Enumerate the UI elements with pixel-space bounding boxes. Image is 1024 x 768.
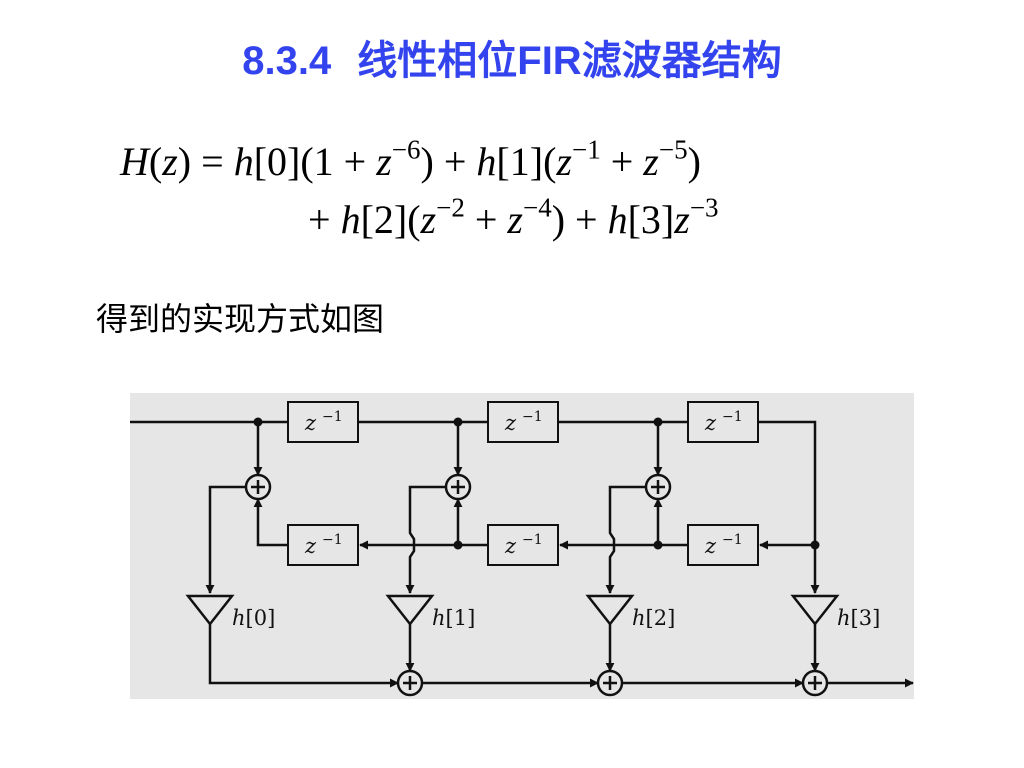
equation-token: ( <box>148 139 163 184</box>
equation-token: h <box>340 197 361 242</box>
delay-exponent: −1 <box>722 409 743 425</box>
output-adder-2 <box>596 669 624 697</box>
equation-token: + <box>464 197 508 242</box>
delay-label: z <box>704 411 717 435</box>
delay-label: z <box>704 534 717 558</box>
equation-token: ) + <box>551 197 608 242</box>
delay-label: z <box>304 534 317 558</box>
equation-token: [3] <box>627 197 675 242</box>
output-adder-3 <box>801 669 829 697</box>
equation-token: −1 <box>571 134 601 165</box>
equation-token: −5 <box>658 134 688 165</box>
coefficient-multiplier-2: h[2] <box>585 594 675 630</box>
output-adder-1 <box>396 669 424 697</box>
section-number: 8.3.4 <box>242 39 332 83</box>
signal-wire <box>405 485 446 594</box>
equation-token: h <box>476 139 497 184</box>
coefficient-multiplier-0: h[0] <box>185 594 275 630</box>
signal-wire <box>605 485 646 594</box>
signal-wire <box>758 420 817 545</box>
adder-1 <box>244 473 272 501</box>
equation-token: z <box>556 139 572 184</box>
equation-token: h <box>607 197 628 242</box>
coefficient-label: h[0] <box>232 606 275 630</box>
delay-block-bottom-2: z −1 <box>487 524 559 566</box>
equation-token: z <box>643 139 659 184</box>
coefficient-multiplier-1: h[1] <box>385 594 475 630</box>
junction-dot <box>253 417 263 427</box>
coefficient-multiplier-3: h[3] <box>790 594 880 630</box>
junction-dot <box>653 540 663 550</box>
equation-token: [0](1 + <box>253 139 377 184</box>
adder-2 <box>444 473 472 501</box>
equation-token: ) = <box>177 139 234 184</box>
junction-dot <box>453 417 463 427</box>
delay-label: z <box>504 411 517 435</box>
delay-exponent: −1 <box>722 532 743 548</box>
equation-token: H <box>120 139 149 184</box>
caption-text: 得到的实现方式如图 <box>96 300 385 338</box>
delay-label: z <box>504 534 517 558</box>
equation-token: −4 <box>522 192 552 223</box>
delay-exponent: −1 <box>322 532 343 548</box>
delay-exponent: −1 <box>522 409 543 425</box>
equation-token: z <box>507 197 523 242</box>
equation-token: + <box>308 197 341 242</box>
equation-token: z <box>674 197 690 242</box>
delay-exponent: −1 <box>522 532 543 548</box>
equation-token: [1]( <box>496 139 557 184</box>
equation-token: −3 <box>689 192 719 223</box>
delay-block-top-1: z −1 <box>287 401 359 443</box>
signal-wire <box>253 498 288 547</box>
equation-token: −2 <box>436 192 465 223</box>
equation-token: [2]( <box>360 197 421 242</box>
signal-wire <box>208 624 399 688</box>
delay-block-top-3: z −1 <box>687 401 759 443</box>
equation-token: −6 <box>391 134 421 165</box>
signal-wire <box>205 485 246 594</box>
delay-block-top-2: z −1 <box>487 401 559 443</box>
junction-dot <box>653 417 663 427</box>
coefficient-label: h[1] <box>432 606 475 630</box>
transfer-function-line-1: H(z) = h[0](1 + z−6) + h[1](z−1 + z−5) <box>120 136 701 185</box>
coefficient-label: h[2] <box>632 606 675 630</box>
equation-token: z <box>420 197 437 242</box>
delay-exponent: −1 <box>322 409 343 425</box>
linear-phase-fir-structure-diagram: z −1 z −1 z −1 z −1 z −1 z −1 h[0] h[1] h[2] h[3] <box>130 393 914 699</box>
junction-dot <box>810 540 820 550</box>
equation-token: z <box>162 139 178 184</box>
transfer-function-line-2: + h[2](z−2 + z−4) + h[3]z−3 <box>308 194 719 243</box>
junction-dot <box>453 540 463 550</box>
coefficient-label: h[3] <box>837 606 880 630</box>
equation-token: z <box>376 139 392 184</box>
slide-title: 8.3.4 线性相位FIR滤波器结构 <box>0 28 1024 86</box>
title-text: 线性相位FIR滤波器结构 <box>357 39 782 83</box>
delay-label: z <box>304 411 317 435</box>
delay-block-bottom-1: z −1 <box>287 524 359 566</box>
equation-token: h <box>233 139 254 184</box>
equation-token: + <box>600 139 644 184</box>
delay-block-bottom-3: z −1 <box>687 524 759 566</box>
equation-token: ) <box>687 139 701 184</box>
equation-token: ) + <box>420 139 477 184</box>
adder-3 <box>644 473 672 501</box>
